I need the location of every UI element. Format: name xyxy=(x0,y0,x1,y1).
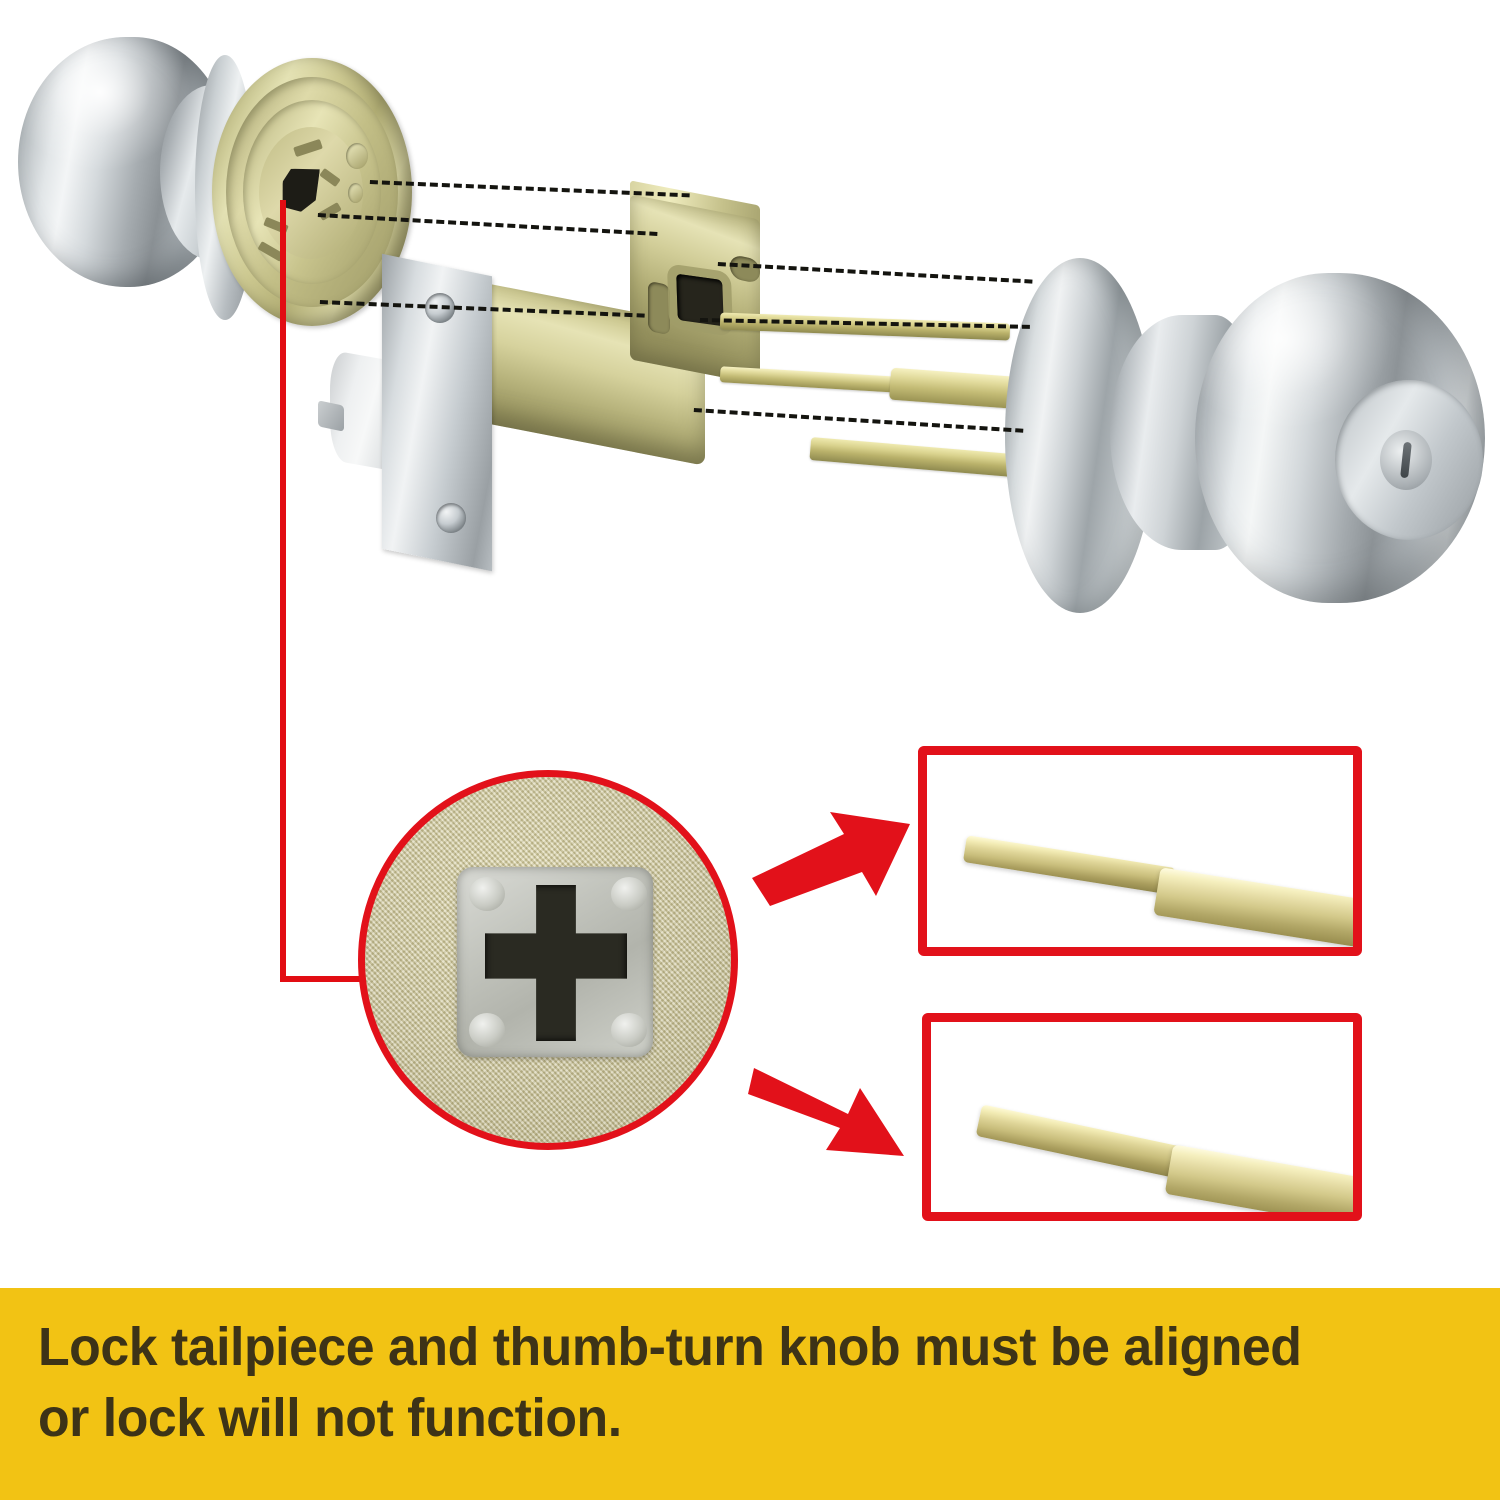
latch-slot-left xyxy=(648,280,670,336)
socket-bezel-corner-br xyxy=(611,1013,647,1047)
callout-box-tailpiece-lower xyxy=(922,1013,1362,1221)
tailpiece-body-upper xyxy=(1153,867,1353,947)
alignment-dash-line-top-b xyxy=(717,262,1033,284)
brass-plate-screw-mid xyxy=(348,183,363,203)
exterior-knob-assembly xyxy=(10,25,430,375)
tailpiece-body-lower xyxy=(1164,1144,1353,1212)
latch-assembly xyxy=(318,180,760,575)
caption-text: Lock tailpiece and thumb-turn knob must … xyxy=(38,1317,1302,1449)
tailpiece-flat-blade-upper xyxy=(962,835,1175,895)
socket-bezel-corner-bl xyxy=(469,1013,505,1047)
arrow-to-upper-callout-icon xyxy=(752,812,910,906)
latch-bolt-tab xyxy=(318,400,344,432)
mounting-post-lower xyxy=(809,437,1026,478)
callout-box-tailpiece-upper xyxy=(918,746,1362,956)
warning-caption-banner: Lock tailpiece and thumb-turn knob must … xyxy=(0,1288,1500,1500)
faceplate-screw-hole-top xyxy=(425,293,455,323)
pointer-line-vertical xyxy=(280,200,286,982)
faceplate-screw-hole-bottom xyxy=(436,503,466,533)
interior-thumbturn-knob-assembly xyxy=(719,250,1490,670)
tailpiece-flat-blade-lower xyxy=(975,1104,1186,1179)
socket-bezel-corner-tr xyxy=(611,877,647,911)
magnified-socket-view xyxy=(358,770,738,1150)
pointer-line-horizontal xyxy=(280,976,390,982)
arrow-to-lower-callout-icon xyxy=(748,1068,904,1156)
socket-bezel-corner-tl xyxy=(469,877,505,911)
brass-plate-screw-upper xyxy=(346,143,368,169)
